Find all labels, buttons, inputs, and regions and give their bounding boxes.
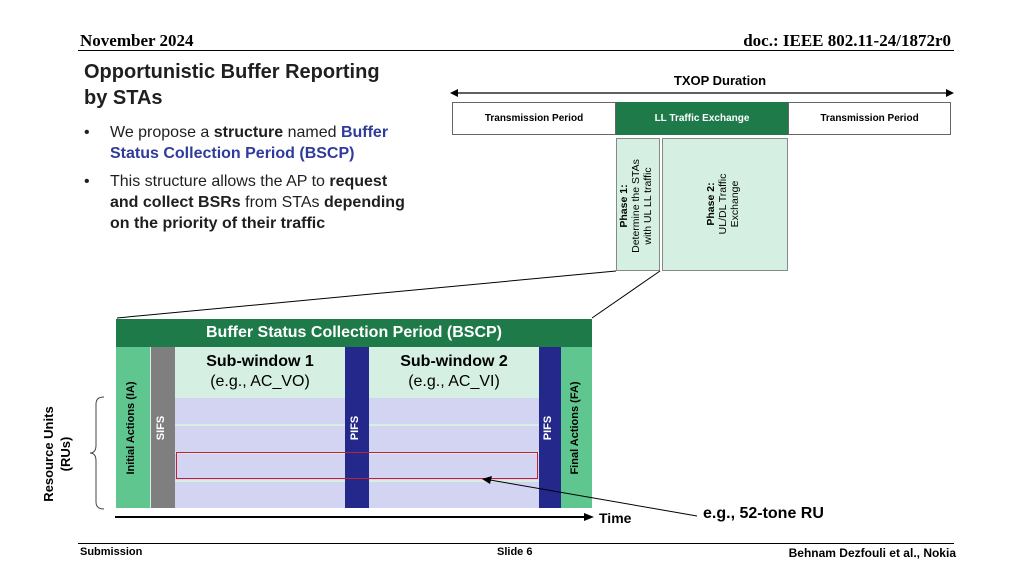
- bullet-text-bold: depending: [323, 194, 405, 211]
- ru-axis-label: Resource Units (RUs): [40, 389, 80, 519]
- sub-window-1-ac: (e.g., AC_VO): [210, 373, 310, 390]
- bullet-list: • We propose a structure named Buffer St…: [84, 122, 444, 241]
- ru-note: e.g., 52-tone RU: [703, 505, 824, 522]
- bullet-item-2: • This structure allows the AP to reques…: [84, 171, 444, 234]
- bullet-marker: •: [84, 124, 90, 141]
- time-axis-arrow: [115, 513, 594, 521]
- initial-actions-label: Initial Actions (IA): [125, 381, 137, 475]
- title-line-1: Opportunistic Buffer Reporting: [84, 61, 380, 83]
- final-actions-bar: [561, 347, 592, 508]
- sub-window-1-name: Sub-window 1: [206, 353, 314, 370]
- bullet-text: named: [283, 124, 341, 141]
- header-rule: [78, 50, 954, 51]
- footer-author: Behnam Dezfouli et al., Nokia: [788, 546, 956, 560]
- bullet-text-highlight: Status Collection Period (BSCP): [110, 145, 355, 162]
- ru-axis-line-1: Resource Units: [41, 406, 56, 502]
- bscp-title-bar: Buffer Status Collection Period (BSCP): [116, 319, 592, 347]
- ru-note-arrow: [482, 476, 698, 517]
- title-line-2: by STAs: [84, 87, 163, 109]
- bullet-text: from STAs: [240, 194, 324, 211]
- ru-brace: [89, 396, 105, 510]
- pifs-label-1: PIFS: [349, 415, 361, 441]
- sifs-label: SIFS: [155, 415, 167, 441]
- transmission-period-right: Transmission Period: [788, 102, 951, 135]
- footer-rule: [78, 543, 954, 544]
- txop-duration-arrow: [450, 89, 954, 97]
- ll-traffic-exchange: LL Traffic Exchange: [616, 102, 788, 135]
- sifs-bar: [151, 347, 175, 508]
- pifs-label-2: PIFS: [542, 415, 554, 441]
- bullet-text-bold: on the priority of their traffic: [110, 215, 326, 232]
- sub-window-2-label: Sub-window 2 (e.g., AC_VI): [369, 352, 539, 392]
- bullet-text-bold: structure: [213, 124, 284, 141]
- sub-window-1-label: Sub-window 1 (e.g., AC_VO): [175, 352, 345, 392]
- bullet-text: This structure allows the AP to: [110, 173, 330, 190]
- bullet-marker: •: [84, 173, 90, 190]
- footer-submission: Submission: [80, 546, 143, 558]
- phase-1-box: [616, 138, 660, 271]
- pifs-bar-2: [539, 347, 561, 508]
- time-axis-label: Time: [599, 510, 632, 526]
- sub-window-2-ac: (e.g., AC_VI): [408, 373, 500, 390]
- bullet-text-highlight: Buffer: [340, 124, 389, 141]
- bullet-text-bold: and collect BSRs: [110, 194, 241, 211]
- highlighted-ru-outline: [176, 452, 538, 479]
- sub-window-2-name: Sub-window 2: [400, 353, 508, 370]
- phase-2-box: [662, 138, 788, 271]
- bscp-title: Buffer Status Collection Period (BSCP): [205, 324, 503, 341]
- footer-slide-number: Slide 6: [497, 546, 533, 558]
- slide-title: Opportunistic Buffer Reporting by STAs: [84, 59, 444, 111]
- pifs-bar-1: [345, 347, 369, 508]
- header-date: November 2024: [80, 31, 194, 50]
- ru-axis-line-2: (RUs): [58, 436, 73, 472]
- header-doc-id: doc.: IEEE 802.11-24/1872r0: [743, 31, 951, 50]
- bullet-item-1: • We propose a structure named Buffer St…: [84, 122, 444, 164]
- txop-label: TXOP Duration: [673, 73, 767, 88]
- transmission-period-left: Transmission Period: [452, 102, 616, 135]
- bullet-text-bold: request: [329, 173, 388, 190]
- initial-actions-bar: [116, 347, 150, 508]
- bullet-text: We propose a: [110, 124, 214, 141]
